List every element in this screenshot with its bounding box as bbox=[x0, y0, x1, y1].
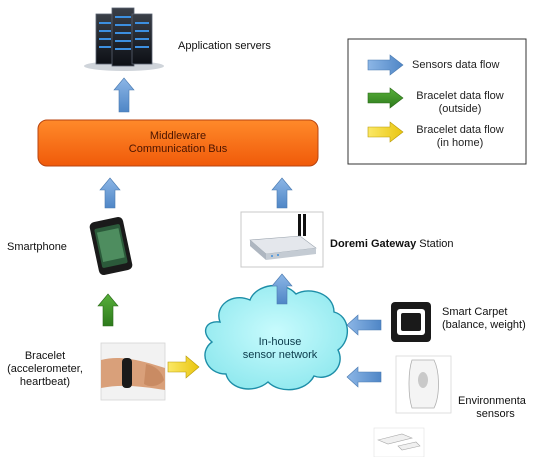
middleware-line1: Middleware bbox=[149, 130, 207, 142]
bracelet-line2: (accelerometer, bbox=[7, 363, 83, 375]
carpet-line2: (balance, weight) bbox=[442, 319, 526, 331]
smartphone-label: Smartphone bbox=[7, 241, 67, 253]
legend-inhome-arrow-icon bbox=[367, 121, 404, 143]
middleware-bus bbox=[37, 119, 319, 167]
legend-outside-arrow-icon bbox=[367, 87, 404, 109]
middleware-line2: Communication Bus bbox=[128, 143, 228, 155]
bracelet-line1: Bracelet bbox=[24, 350, 66, 362]
sensor-arrow-smartphone-to-middleware bbox=[99, 177, 121, 209]
door-sensor-icon bbox=[373, 427, 425, 457]
smartphone-icon bbox=[89, 216, 133, 276]
bracelet-line3: heartbeat) bbox=[19, 376, 71, 388]
env-line2: sensors bbox=[476, 408, 515, 420]
bracelet-outside-arrow bbox=[97, 293, 119, 327]
legend-outside-label: Bracelet data flow (outside) bbox=[410, 90, 510, 116]
cloud-line1: In-house bbox=[258, 336, 302, 348]
doremi-gateway-icon bbox=[240, 211, 324, 268]
legend-inhome-line1: Bracelet data flow bbox=[416, 124, 504, 136]
environmental-sensors-label: Environmenta sensors bbox=[458, 395, 533, 421]
legend-sensor-arrow-icon bbox=[367, 54, 404, 76]
gateway-label: Doremi Gateway Station bbox=[330, 238, 454, 251]
cloud-line2: sensor network bbox=[242, 349, 318, 361]
bracelet-image bbox=[100, 342, 166, 401]
sensor-arrow-gateway-to-middleware bbox=[271, 177, 293, 209]
smart-carpet-icon bbox=[391, 302, 431, 342]
smart-carpet-label: Smart Carpet (balance, weight) bbox=[442, 306, 526, 332]
sensor-arrow-cloud-to-gateway bbox=[271, 273, 293, 305]
gateway-brand: Doremi Gateway bbox=[330, 238, 417, 250]
environmental-sensor-icon bbox=[395, 355, 452, 414]
app-servers-label: Application servers bbox=[178, 40, 271, 52]
sensor-arrow-to-servers bbox=[113, 77, 135, 113]
legend-sensor-label: Sensors data flow bbox=[412, 59, 500, 71]
legend-inhome-label: Bracelet data flow (in home) bbox=[410, 124, 510, 150]
bracelet-label: Bracelet (accelerometer, heartbeat) bbox=[0, 350, 90, 389]
middleware-label: Middleware Communication Bus bbox=[38, 130, 318, 156]
gateway-suffix: Station bbox=[416, 238, 454, 250]
env-line1: Environmenta bbox=[458, 395, 526, 407]
carpet-line1: Smart Carpet bbox=[442, 306, 508, 318]
legend-outside-line2: (outside) bbox=[438, 103, 482, 115]
in-house-sensor-network-cloud bbox=[204, 284, 348, 391]
application-servers-icon bbox=[84, 7, 164, 71]
legend-outside-line1: Bracelet data flow bbox=[416, 90, 504, 102]
legend-inhome-line2: (in home) bbox=[436, 137, 484, 149]
bracelet-inhome-arrow bbox=[167, 355, 200, 379]
sensor-arrow-carpet-to-cloud bbox=[346, 314, 382, 336]
cloud-label: In-house sensor network bbox=[225, 336, 335, 362]
sensor-arrow-env-to-cloud bbox=[346, 366, 382, 388]
